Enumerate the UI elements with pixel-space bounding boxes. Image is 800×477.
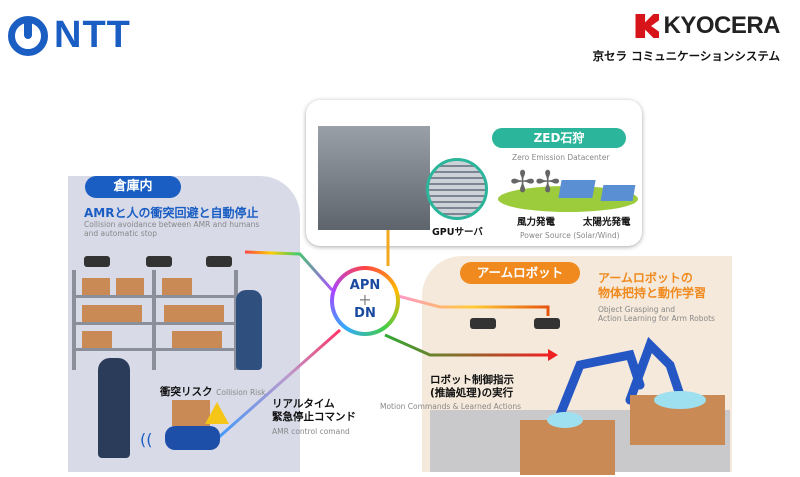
kyocera-wordmark: KYOCERA [663,12,780,39]
ntt-logo: NTT [8,14,131,57]
arrow-head [548,349,558,361]
arrow-to-arm-robot [384,333,548,357]
datacenter-building [318,126,430,230]
amr-cargo-box [172,400,210,426]
line-to-amr [209,328,341,447]
wind-power-label: 風力発電 [517,217,556,228]
power-source-en: Power Source (Solar/Wind) [520,231,620,240]
zed-subtitle: Zero Emission Datacenter [512,153,610,162]
wireless-signal-icon: (( [140,430,153,449]
worker-figure [236,290,262,370]
motion-command-label: ロボット制御指示(推論処理)の実行 [430,374,514,399]
arm-robot-tag: アームロボット [460,262,580,284]
apn-dn-hub: APN+DN [330,266,400,336]
collision-risk-label: 衝突リスク Collision Risk [160,386,266,398]
emergency-command-label: リアルタイム緊急停止コマンド [272,398,356,423]
camera-icon [534,318,560,329]
kyocera-subtitle: 京セラ コミュニケーションシステム [592,49,780,63]
solar-power-label: 太陽光発電 [583,217,631,228]
warehouse-tag: 倉庫内 [85,176,181,198]
emergency-command-en: AMR control comand [272,427,350,436]
warehouse-shelves [72,270,242,370]
kyocera-logo: KYOCERA 京セラ コミュニケーションシステム [592,12,781,64]
camera-icon [470,318,496,329]
amr-robot [165,426,220,450]
gpu-server-icon [426,158,488,220]
warehouse-subtitle: Collision avoidance between AMR and huma… [84,220,260,238]
gpu-server-label: GPUサーバ [432,227,483,238]
line-to-arm-cameras [397,294,550,316]
zed-tag: ZED石狩 [492,128,626,148]
ntt-mark-icon [8,15,48,56]
camera-icon [206,256,232,267]
wind-turbine-icon: ✢✢ [510,165,561,200]
warehouse-title: AMRと人の衝突回避と自動停止 [84,206,259,220]
warning-icon [205,402,229,424]
worker-figure [98,358,130,458]
motion-command-en: Motion Commands & Learned Actions [380,402,521,411]
arm-robot-title: アームロボットの物体把持と動作学習 [598,271,707,300]
solar-panel-icon [558,180,596,198]
solar-panel-icon [600,185,636,201]
camera-icon [84,256,110,267]
camera-icon [146,256,172,267]
arm-robots [520,336,725,475]
line-to-cameras [244,250,334,291]
ntt-wordmark: NTT [54,14,131,56]
